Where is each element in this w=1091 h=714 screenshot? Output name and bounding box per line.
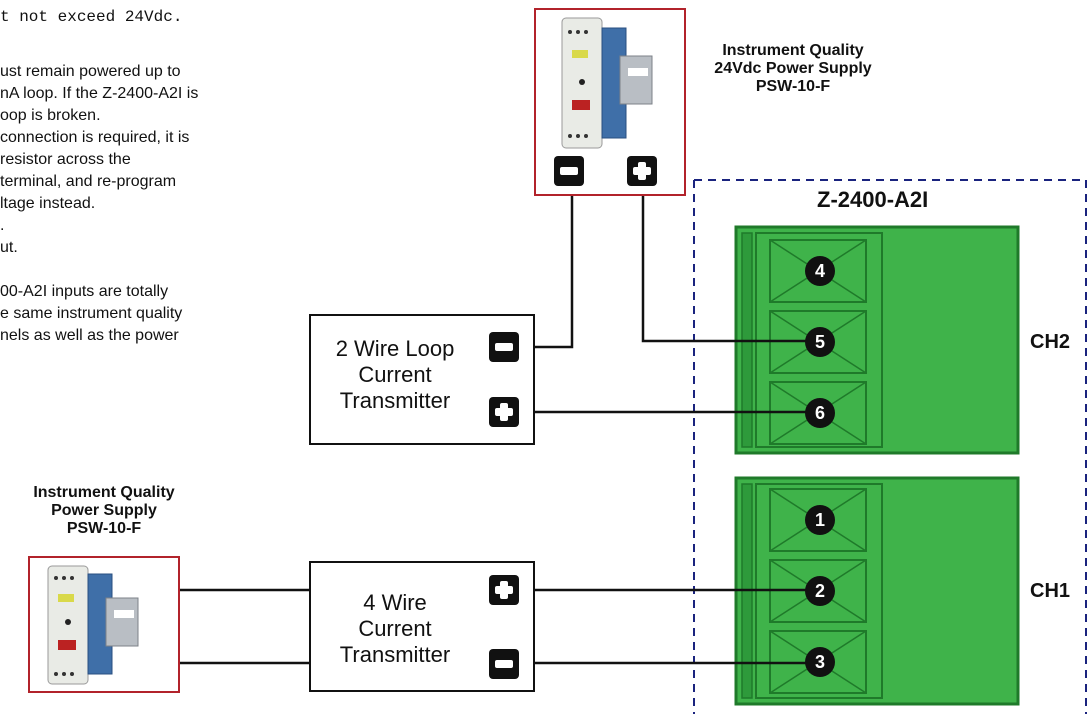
bottom-power-supply — [28, 556, 180, 693]
top-power-supply — [534, 8, 686, 196]
transmitter-label: 4 Wire Current Transmitter — [321, 590, 469, 668]
caption-line: Power Supply — [51, 502, 157, 519]
psu-minus-terminal-icon — [554, 156, 584, 186]
note-line: 00-A2I inputs are totally — [0, 283, 169, 300]
note-line: oop is broken. — [0, 107, 101, 124]
power-supply-icon — [561, 17, 653, 149]
label-line: Current — [358, 362, 432, 387]
caption-line: PSW-10-F — [66, 520, 142, 537]
terminal-number: 5 — [815, 332, 825, 352]
caption-line: Instrument Quality — [33, 484, 175, 501]
terminal-number: 6 — [815, 403, 825, 423]
module-outline — [693, 179, 1087, 714]
caption-line: Instrument Quality — [722, 42, 864, 59]
module-title: Z-2400-A2I — [817, 187, 929, 212]
label-line: Transmitter — [339, 388, 451, 413]
terminal-number: 4 — [815, 261, 825, 281]
caption-line: PSW-10-F — [755, 78, 831, 95]
terminal-number: 2 — [815, 581, 825, 601]
transmitter-label: 2 Wire Loop Current Transmitter — [321, 336, 469, 414]
terminal-number: 1 — [815, 510, 825, 530]
tx-plus-terminal-icon — [489, 397, 519, 427]
bottom-psu-caption: Instrument Quality Power Supply PSW-10-F — [0, 484, 208, 538]
terminal-markers — [805, 256, 835, 677]
note-line: t not exceed 24Vdc. — [0, 8, 183, 26]
note-line: . — [0, 217, 5, 234]
label-line: 4 Wire — [363, 590, 427, 615]
note-line: nels as well as the power — [0, 327, 179, 344]
wire-psu-plus — [641, 196, 818, 343]
note-line: ltage instead. — [0, 195, 96, 212]
two-wire-transmitter: 2 Wire Loop Current Transmitter — [309, 314, 535, 445]
note-line: resistor across the — [0, 151, 131, 168]
note-line: ut. — [0, 239, 18, 256]
terminal-number: 3 — [815, 652, 825, 672]
four-wire-transmitter: 4 Wire Current Transmitter — [309, 561, 535, 692]
wire-psu-minus — [535, 196, 574, 349]
tx-minus-terminal-icon — [489, 332, 519, 362]
note-line: connection is required, it is — [0, 129, 190, 146]
tx-minus-terminal-icon — [489, 649, 519, 679]
label-line: 2 Wire Loop — [335, 336, 455, 361]
top-psu-caption: Instrument Quality 24Vdc Power Supply PS… — [688, 42, 898, 96]
note-line: ust remain powered up to — [0, 63, 181, 80]
power-supply-icon — [47, 565, 139, 685]
caption-line: 24Vdc Power Supply — [714, 60, 872, 77]
tx-plus-terminal-icon — [489, 575, 519, 605]
label-line: Current — [358, 616, 432, 641]
psu-plus-terminal-icon — [627, 156, 657, 186]
channel-label-ch2: CH2 — [1030, 331, 1071, 353]
note-line: nA loop. If the Z-2400-A2I is — [0, 85, 199, 102]
note-line: e same instrument quality — [0, 305, 183, 322]
channel-label-ch1: CH1 — [1030, 580, 1071, 602]
note-line: terminal, and re-program — [0, 173, 177, 190]
label-line: Transmitter — [339, 642, 451, 667]
